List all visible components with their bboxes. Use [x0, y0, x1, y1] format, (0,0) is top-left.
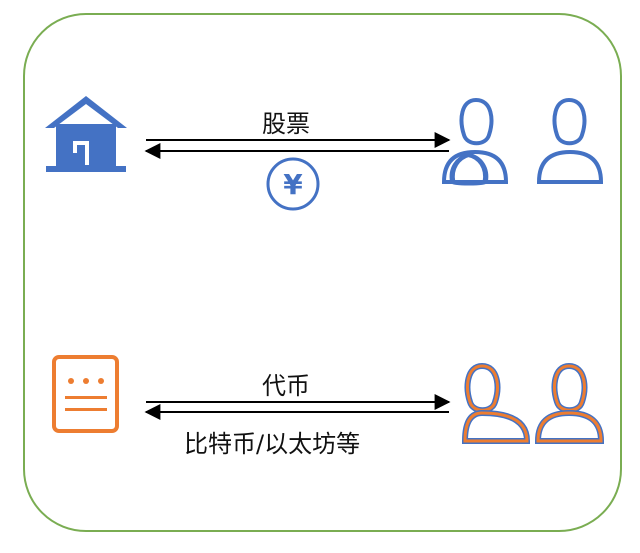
people-group-icon-orange: [461, 362, 605, 444]
bank-building-icon: [45, 96, 127, 172]
yen-coin-icon: ¥: [266, 157, 320, 211]
people-body-right-blue: [536, 149, 604, 184]
bottom-upper-arrow-label: 代币: [262, 372, 310, 400]
outer-frame: [23, 13, 622, 532]
people-body-left-blue: [441, 149, 509, 184]
people-group-icon-blue: [449, 97, 587, 186]
svg-text:¥: ¥: [283, 168, 303, 201]
top-upper-arrow-label: 股票: [262, 110, 310, 138]
document-icon: [52, 355, 119, 433]
bottom-lower-arrow-label: 比特币/以太坊等: [184, 430, 361, 458]
